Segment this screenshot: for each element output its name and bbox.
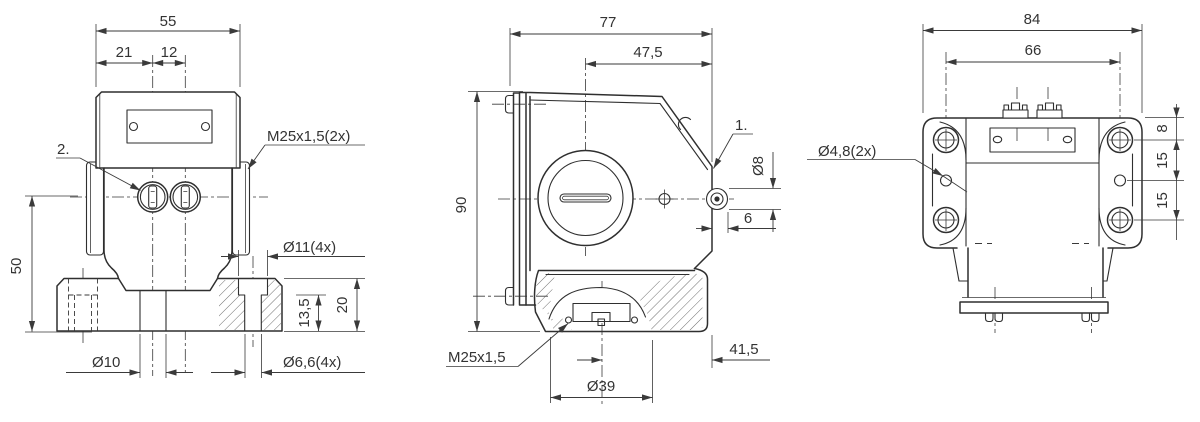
callout-item-2: 2. (57, 141, 70, 158)
dim-screw-spacing: 66 (1025, 42, 1042, 59)
connector-prongs (1002, 102, 1063, 119)
pilot-hole-cross (655, 189, 674, 209)
rear-plate-hole-left (992, 135, 1003, 144)
dim-pitch-upper: 15 (1154, 152, 1171, 169)
housing-head (95, 91, 241, 169)
base-outline (533, 267, 709, 333)
cover-slot-inner (562, 195, 609, 201)
dim-boss-dia: Ø39 (587, 378, 615, 395)
callout-1-leader (713, 133, 734, 169)
callout-fixing-leader-tail (942, 175, 968, 193)
cover-inner-circle (547, 159, 624, 237)
gland-notch (591, 311, 611, 323)
gland-edges-rear (952, 247, 1114, 282)
body-top-inner (529, 99, 709, 171)
cable-gland-right (231, 161, 251, 256)
dim-plunger-clearance: 6 (744, 210, 752, 227)
ext-chain (1127, 104, 1184, 240)
fixing-hole-right (1113, 174, 1127, 187)
plate-hole-right (200, 121, 211, 132)
plunger-mid (710, 192, 724, 206)
section-hatch-right (261, 280, 281, 330)
ext-90 (468, 91, 540, 332)
callout-gland-leader (247, 144, 266, 170)
callout-fixing-holes: Ø4,8(2x) (818, 143, 876, 160)
mounting-base (56, 277, 283, 332)
dim-counterbore-depth: 13,5 (296, 298, 313, 327)
base-hatch-right (639, 272, 703, 330)
ext-77 (509, 28, 713, 162)
bottom-flange (959, 301, 1109, 314)
callout-item-1: 1. (735, 117, 748, 134)
lower-body-sides (967, 247, 1104, 298)
plate-hole-left (128, 121, 139, 132)
rear-inner-lines (931, 117, 1134, 247)
mounting-feet (984, 312, 1100, 323)
terminal-screw-right (169, 181, 202, 213)
rear-label-plate (989, 127, 1076, 153)
terminal-screw-left (136, 181, 169, 213)
dim-height-to-axis: 50 (8, 258, 25, 275)
dim-rear-width: 84 (1024, 11, 1041, 28)
body-front-face (525, 92, 531, 306)
front-center-lines (70, 55, 268, 376)
callout-gland-side: M25x1,5 (448, 349, 506, 366)
dim-boss-offset: 41,5 (729, 341, 758, 358)
dim-gland-offset: 21 (116, 44, 133, 61)
dim-center-hole-dia: Ø10 (92, 354, 120, 371)
dim-axis-to-back: 47,5 (633, 44, 662, 61)
ext-bottom-holes (139, 334, 262, 378)
dim-overall-height: 90 (453, 197, 470, 214)
gland-screw-left (564, 316, 573, 324)
plate-tabs (504, 94, 515, 306)
prong-center-lines (1016, 87, 1049, 141)
dim-overall-width: 55 (160, 13, 177, 30)
housing-body (103, 167, 233, 280)
dim-screw-offset: 8 (1154, 124, 1171, 132)
dim-gland-spacing: 12 (161, 44, 178, 61)
dim-counterbore-dia: Ø11(4x) (283, 239, 336, 256)
hidden-hole-lines (68, 278, 98, 331)
callout-2-leader (79, 157, 141, 191)
label-plate (126, 109, 213, 144)
base-hatch-left (535, 272, 555, 315)
front-view: 55 21 12 2. M25x1,5(2x) 50 Ø11(4x) 13,5 … (8, 13, 365, 378)
ext-55 (95, 24, 241, 87)
callout-gland-front: M25x1,5(2x) (267, 128, 350, 145)
fixing-hole-left (939, 174, 953, 187)
ext-d8 (729, 188, 781, 210)
counterbore-lines (237, 277, 269, 332)
cable-gland-left (85, 161, 105, 256)
mounting-plate (512, 92, 537, 306)
plunger-tip (714, 196, 720, 202)
corner-lobes (939, 121, 1126, 246)
head-wall-lines (99, 94, 237, 168)
side-view: 77 47,5 1. Ø8 6 90 M25x1,5 41,5 Ø39 (446, 14, 781, 407)
corner-screws (932, 126, 1134, 234)
gland-nub (597, 318, 606, 327)
ext-84 (922, 24, 1143, 113)
callout-fixing-leader (914, 159, 944, 177)
rear-view: 84 66 Ø4,8(2x) 8 15 15 (807, 11, 1184, 333)
gland-screw-right (630, 316, 639, 324)
rear-housing (922, 117, 1143, 249)
ext-d39 (550, 337, 653, 403)
chamfer-screw-bump (677, 116, 692, 131)
cover-slot (559, 193, 612, 203)
dim-foot-height: 20 (334, 297, 351, 314)
dim-pitch-lower: 15 (1154, 192, 1171, 209)
rear-plate-hole-right (1062, 135, 1073, 144)
dim-mounting-hole-dia: Ø6,6(4x) (283, 354, 341, 371)
dim-overall-depth: 77 (600, 14, 617, 31)
center-hole-lines (139, 289, 167, 332)
body-top-chamfer (518, 91, 713, 270)
dim-plunger-dia: Ø8 (750, 156, 767, 176)
callout-gland-side-leader (517, 323, 569, 367)
